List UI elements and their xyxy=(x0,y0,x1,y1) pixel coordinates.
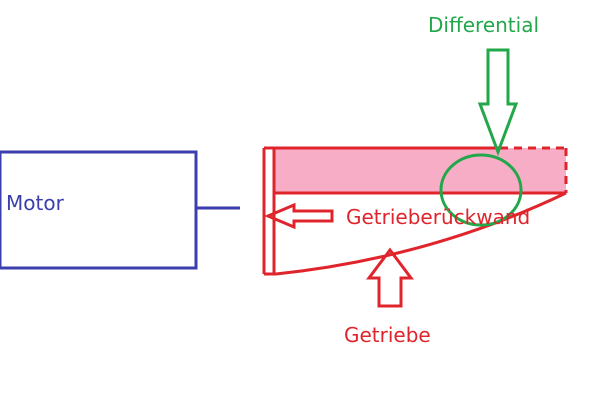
differential-down-arrow xyxy=(477,48,519,157)
gearbox-label: Getriebe xyxy=(344,323,431,347)
rear-wall-arrow xyxy=(264,202,334,230)
gearbox-rear-wall-label: Getrieberückwand xyxy=(346,205,531,229)
differential-circle xyxy=(439,153,523,227)
motor-label: Motor xyxy=(6,191,64,215)
gearbox-up-arrow xyxy=(366,247,414,308)
motor-box xyxy=(0,150,198,270)
differential-label: Differential xyxy=(428,13,540,37)
pink-fill-region xyxy=(274,148,566,193)
gearbox-curved-bottom xyxy=(275,191,567,276)
